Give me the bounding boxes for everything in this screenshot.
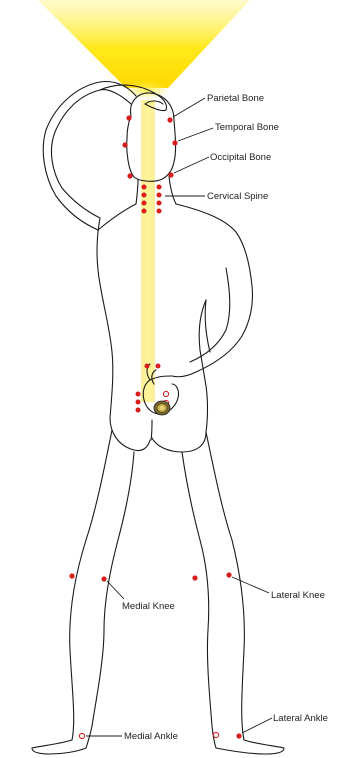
pressure-point <box>172 140 177 145</box>
pressure-point <box>157 209 162 214</box>
label-medial-knee: Medial Knee <box>122 601 175 612</box>
label-parietal-bone: Parietal Bone <box>207 93 264 104</box>
pressure-point <box>142 209 147 214</box>
pressure-point <box>157 185 162 190</box>
pressure-point <box>122 142 127 147</box>
pressure-point <box>136 400 141 405</box>
pressure-point <box>167 117 172 122</box>
lateral-ankle-point-b <box>236 733 241 738</box>
lateral-knee-left-point <box>192 575 197 580</box>
pressure-point <box>145 364 150 369</box>
pressure-point <box>136 392 141 397</box>
medial-knee-left-point <box>69 573 74 578</box>
label-lateral-knee: Lateral Knee <box>271 590 325 601</box>
lateral-ankle-point-a <box>213 732 218 737</box>
medial-knee-right-point <box>101 576 106 581</box>
body-outline <box>32 82 284 754</box>
pressure-point <box>156 364 161 369</box>
label-temporal-bone: Temporal Bone <box>215 122 279 133</box>
label-medial-ankle: Medial Ankle <box>124 731 178 742</box>
label-occipital-bone: Occipital Bone <box>210 152 271 163</box>
pressure-point <box>163 391 168 396</box>
light-shaft <box>141 100 155 402</box>
pressure-point <box>136 408 141 413</box>
massage-tool-icon <box>154 401 170 415</box>
pressure-point <box>127 173 132 178</box>
lateral-knee-right-point <box>226 572 231 577</box>
label-cervical-spine: Cervical Spine <box>207 191 268 202</box>
pressure-point <box>157 193 162 198</box>
light-cone <box>38 0 250 88</box>
pressure-point <box>168 172 173 177</box>
pressure-point <box>157 201 162 206</box>
pressure-point <box>142 185 147 190</box>
pressure-point <box>142 193 147 198</box>
label-lateral-ankle: Lateral Ankle <box>273 713 328 724</box>
medial-ankle-point <box>79 733 84 738</box>
pressure-point <box>142 201 147 206</box>
pressure-point <box>126 115 131 120</box>
